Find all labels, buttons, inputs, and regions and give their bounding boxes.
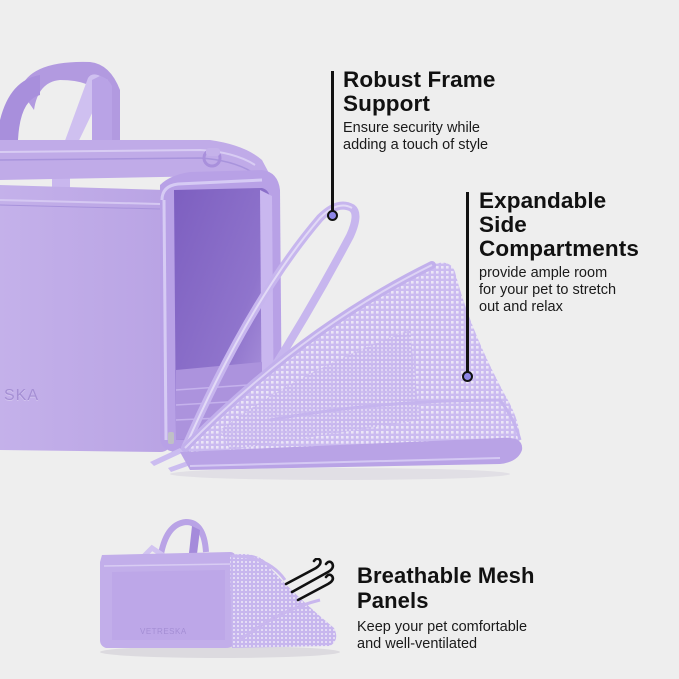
- callout-title: Expandable Side Compartments: [479, 188, 639, 261]
- leader-line-compartments: [466, 192, 469, 372]
- callout-description: provide ample room for your pet to stret…: [479, 265, 617, 315]
- callout-title: Breathable Mesh Panels: [357, 563, 535, 613]
- callout-title: Robust Frame Support: [343, 67, 496, 116]
- callout-breathable-mesh: Breathable Mesh Panels Keep your pet com…: [357, 563, 617, 653]
- pointer-dot-compartments: [462, 371, 473, 382]
- pointer-dot-frame: [327, 210, 338, 221]
- wind-icon: [284, 558, 335, 602]
- pet-carrier-small-image: [100, 518, 340, 658]
- leader-line-frame: [331, 71, 334, 214]
- callout-robust-frame: Robust Frame Support Ensure security whi…: [343, 68, 573, 154]
- brand-logo-large: SKA: [4, 387, 40, 404]
- callout-description: Ensure security while adding a touch of …: [343, 120, 489, 153]
- callout-description: Keep your pet comfortable and well-venti…: [357, 619, 528, 652]
- brand-logo-small: VETRESKA: [140, 627, 187, 636]
- callout-expandable-compartments: Expandable Side Compartments provide amp…: [479, 189, 679, 316]
